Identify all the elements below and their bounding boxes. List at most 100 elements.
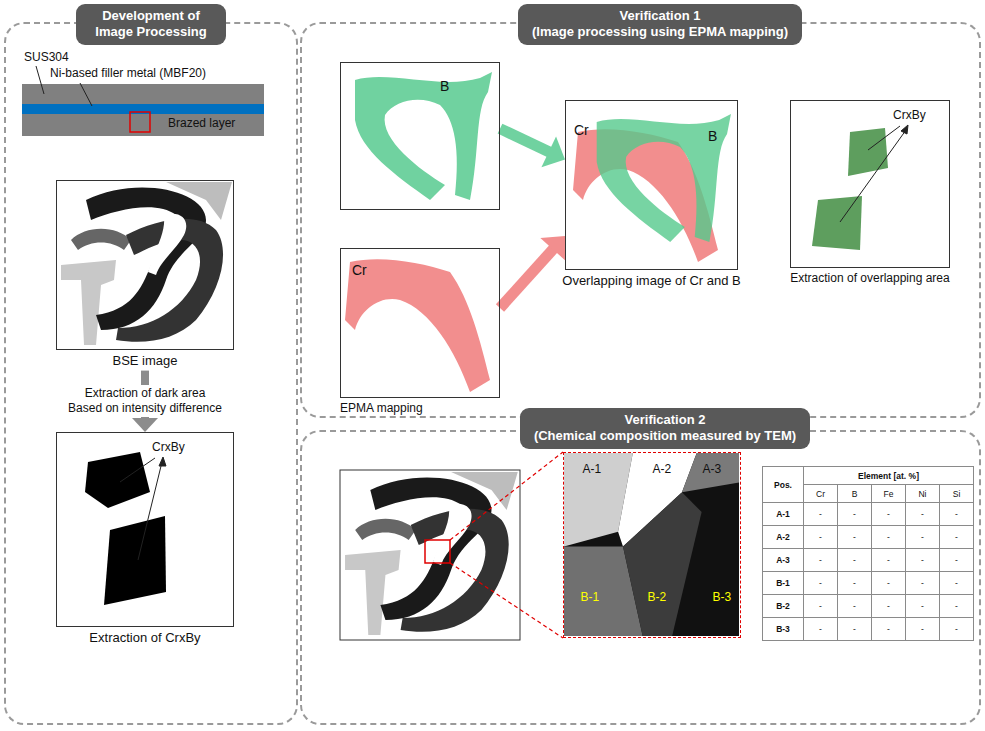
table-cell: - [906,618,940,641]
cell-text: - [921,624,924,634]
image-box: CrxByExtraction of overlapping area [790,100,950,268]
caption: Extraction of CrxBy [89,630,200,646]
table-cell: - [872,526,906,549]
arrow-head [132,418,158,432]
arrow-shaft [500,129,552,154]
cell-text: - [921,532,924,542]
table-cell: - [872,503,906,526]
table-cell: Si [940,485,974,503]
cell-text: - [921,601,924,611]
table-cell: - [906,549,940,572]
label-text: A-2 [653,462,672,476]
table-cell: - [804,618,838,641]
table-cell: - [906,526,940,549]
cell-text: - [887,624,890,634]
arrow-head [540,236,565,261]
cell-text: - [819,601,822,611]
table-cell: B-3 [763,618,804,641]
part-label: Ni-based filler metal (MBF20) [50,66,206,80]
table-cell: Fe [872,485,906,503]
cell-text: - [819,624,822,634]
cell-text: - [955,601,958,611]
image-box: Brazed layer [22,84,264,136]
cell-text: - [853,555,856,565]
table-row: A-1 - - - - - [763,503,974,526]
leader-line [138,462,162,560]
extracted-phase [85,452,150,508]
leader-line [868,126,900,150]
table-cell: B [838,485,872,503]
leader-line [840,125,908,222]
panel-header: Verification 1(Image processing using EP… [518,4,802,45]
label-text: Cr [574,122,589,139]
cell-text: - [887,509,890,519]
arrow-shaft [500,247,555,308]
extracted-phase [85,452,166,605]
cell-text: - [921,555,924,565]
part-label: SUS304 [24,50,69,64]
bse-image-small [425,540,450,563]
table-cell: - [838,503,872,526]
table-cell: - [804,503,838,526]
brazed-strip [22,84,264,136]
brazed-strip [22,84,264,136]
cell-text: - [853,578,856,588]
table-cell: A-2 [763,526,804,549]
image-box: CrBOverlapping image of Cr and B [565,100,738,270]
label-text: A-1 [583,462,602,476]
table-cell: - [940,618,974,641]
cell-text: - [921,578,924,588]
table-cell: Pos. [763,467,804,503]
cell-text: A-1 [776,509,790,519]
table-cell: - [906,595,940,618]
cell-text: - [853,509,856,519]
cell-text: B-2 [776,601,790,611]
cell-text: - [955,532,958,542]
cell-text: - [819,555,822,565]
b-map [597,114,731,242]
cell-text: - [819,532,822,542]
leader-line [120,457,166,560]
table-cell: - [838,595,872,618]
cell-text: - [921,509,924,519]
image-box: Cr [340,248,500,398]
block-arrow [500,129,565,168]
label-text: Cr [352,262,367,279]
cell-text: - [853,601,856,611]
extracted-phase [104,516,166,605]
table-row: B-3----- [763,618,974,641]
label-text: A-3 [703,462,722,476]
leader-line [120,458,155,482]
cell-text: - [887,532,890,542]
label-text: B-3 [713,590,732,604]
label-text: B-1 [581,590,600,604]
table-cell: - [872,549,906,572]
table-cell: Element [at. %] [804,467,974,485]
table-cell: A-3 [763,549,804,572]
cell-text: A-3 [776,555,790,565]
label-text: B [440,78,449,95]
table-cell: - [872,595,906,618]
cell-text: - [887,555,890,565]
cell-text: - [819,509,822,519]
table-row: Cr BFeNiSi [763,485,974,503]
cell-text: Cr [816,489,825,499]
table-cell: - [872,618,906,641]
label-text: Brazed layer [168,116,235,130]
caption: Overlapping image of Cr and B [562,273,740,289]
table-cell: - [940,503,974,526]
zoom-box: A-1 A-2 A-3B-1 B-2 B-3 [563,452,741,638]
phase-region [682,453,739,492]
leader-line [901,125,908,134]
cell-text: - [887,578,890,588]
panel-header: Development of Image Processing [76,4,226,45]
table-cell: Ni [906,485,940,503]
brazed-strip [130,112,150,132]
dashed-panel: Development of Image ProcessingBrazed la… [4,22,298,725]
table-row: B-2 - - - - - [763,595,974,618]
cell-text: - [819,578,822,588]
table-cell: - [906,572,940,595]
label-text: B-2 [648,590,667,604]
arrow-head [541,136,565,167]
table-cell: - [872,572,906,595]
